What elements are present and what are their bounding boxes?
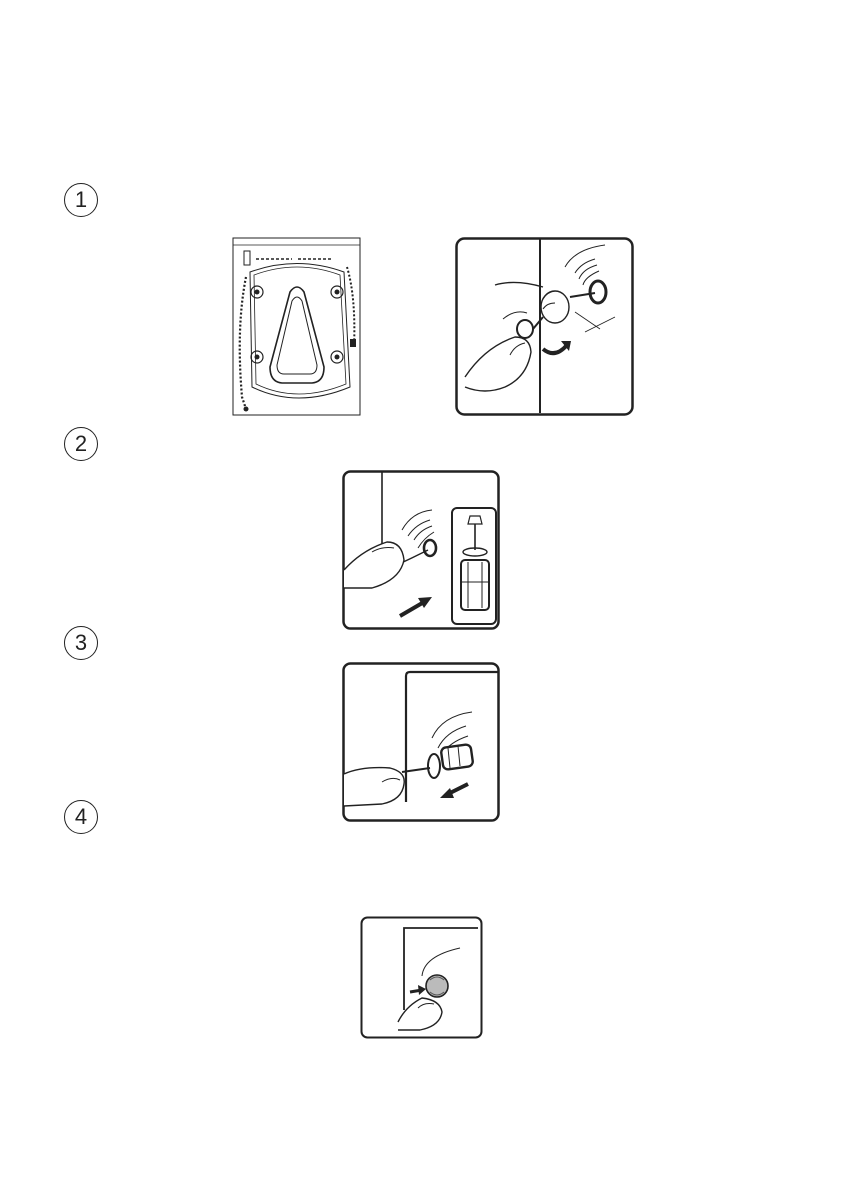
step-3-number: 3 [64, 626, 98, 660]
insert-plug-illustration [342, 470, 501, 631]
unscrew-bolt-illustration [455, 237, 635, 417]
machine-back-illustration [232, 237, 362, 417]
close-cover-illustration [360, 916, 483, 1039]
step-4-number: 4 [64, 800, 98, 834]
pull-filter-illustration [342, 662, 501, 823]
step-1-number: 1 [64, 183, 98, 217]
step-2-number: 2 [64, 427, 98, 461]
